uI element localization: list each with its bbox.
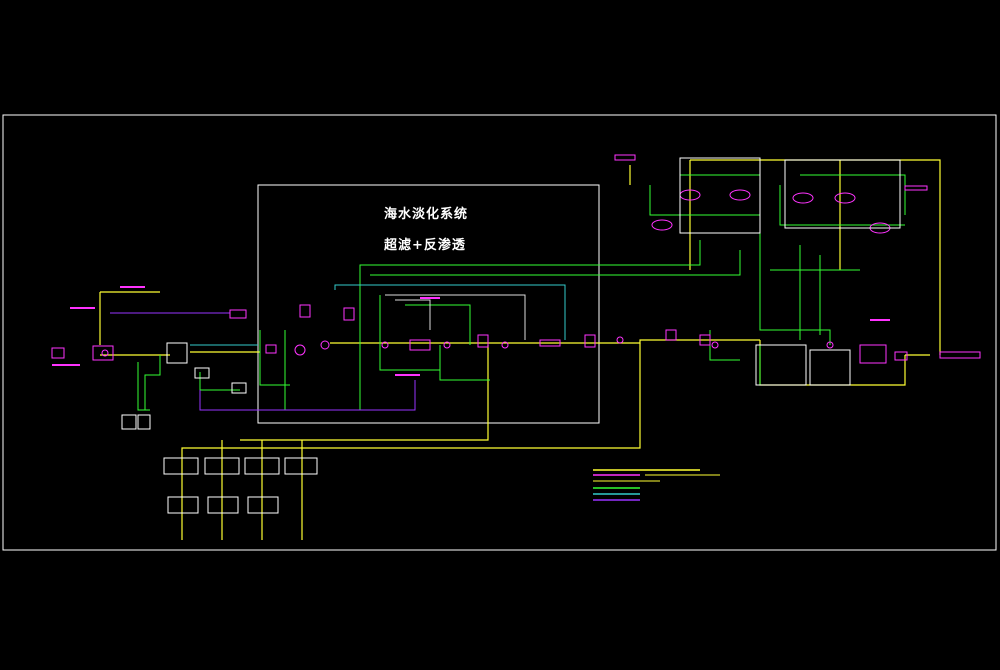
drain-line-purple bbox=[110, 312, 416, 411]
process-lines-green bbox=[137, 174, 906, 411]
tag-labels bbox=[52, 286, 890, 376]
legend bbox=[593, 469, 720, 501]
section-box bbox=[257, 184, 600, 424]
main-pipe-line bbox=[99, 159, 941, 540]
equipment-symbols bbox=[51, 154, 981, 364]
diagram-subtitle: 超滤+反渗透 bbox=[384, 238, 466, 253]
drawing-frame bbox=[2, 114, 997, 551]
equipment-boxes bbox=[121, 157, 901, 514]
diagram-title: 海水淡化系统 bbox=[384, 207, 469, 222]
auxiliary-lines-white bbox=[385, 294, 526, 340]
recycle-line-cyan bbox=[190, 284, 566, 346]
